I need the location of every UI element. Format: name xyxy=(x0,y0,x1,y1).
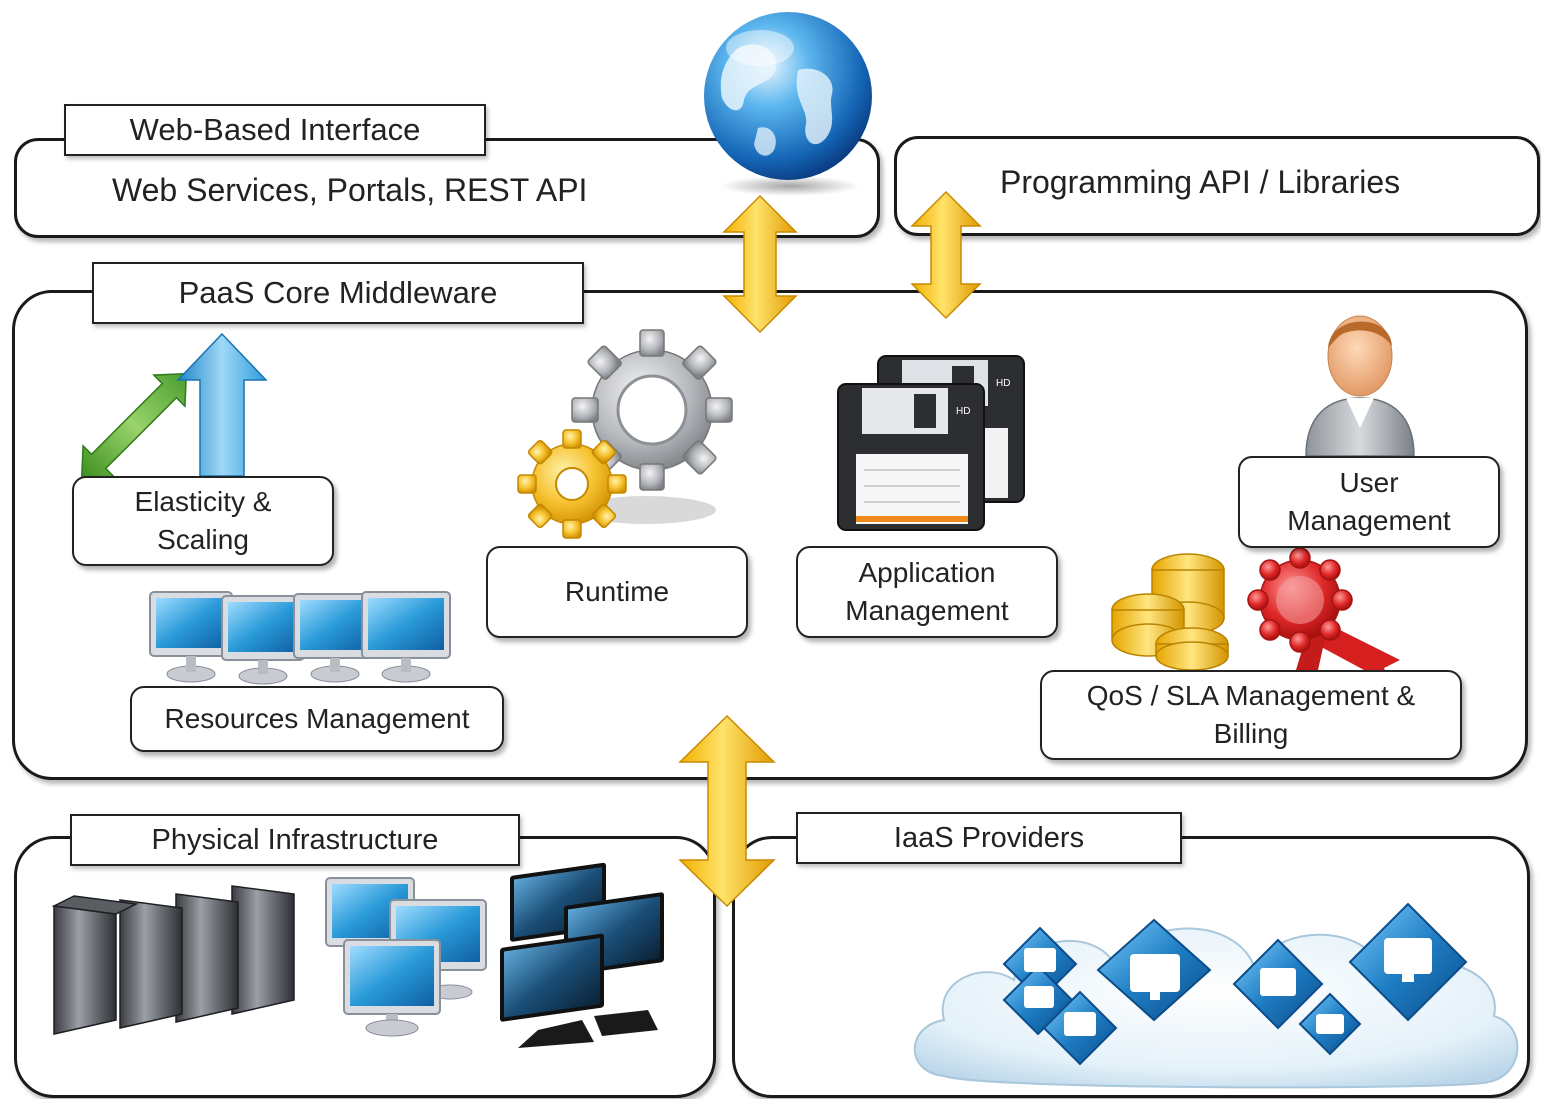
monitors-icon xyxy=(149,591,451,685)
double-arrow-icon xyxy=(722,194,798,334)
core-middleware-tab: PaaS Core Middleware xyxy=(92,262,584,324)
iaas-providers-tab: IaaS Providers xyxy=(796,812,1182,864)
svg-text:HD: HD xyxy=(956,406,970,417)
web-layer-tab: Web-Based Interface xyxy=(64,104,486,156)
gears-icon xyxy=(517,329,733,539)
elasticity-arrows-icon xyxy=(80,332,268,480)
runtime-label: Runtime xyxy=(564,576,670,607)
coins-icon xyxy=(1111,553,1229,671)
resources-management-label: Resources Management xyxy=(164,703,470,734)
elasticity-scaling-label: Elasticity & Scaling xyxy=(134,486,272,555)
web-services-label: Web Services, Portals, REST API xyxy=(112,172,588,208)
floppy-disks-icon: HD HD xyxy=(837,355,1025,531)
double-arrow-icon xyxy=(678,714,776,908)
application-management-label: Application Management xyxy=(845,557,1009,626)
user-icon xyxy=(1305,315,1415,457)
programming-api-label: Programming API / Libraries xyxy=(1000,164,1401,200)
physical-infrastructure-tab: Physical Infrastructure xyxy=(70,814,520,866)
user-management-label: User Management xyxy=(1287,467,1451,536)
globe-icon xyxy=(704,12,872,196)
monitors-icon xyxy=(325,877,487,1037)
cloud-icon xyxy=(913,902,1519,1089)
user-management-card: User Management xyxy=(1238,456,1500,548)
elasticity-scaling-card: Elasticity & Scaling xyxy=(72,476,334,566)
server-towers-icon xyxy=(51,885,295,1035)
qos-sla-billing-label: QoS / SLA Management & Billing xyxy=(1086,680,1416,749)
monitors-icon xyxy=(500,862,664,1048)
award-ribbon-icon xyxy=(1247,547,1400,690)
double-arrow-icon xyxy=(910,190,982,320)
programming-layer-frame xyxy=(894,136,1540,236)
runtime-card: Runtime xyxy=(486,546,748,638)
svg-text:HD: HD xyxy=(996,378,1010,389)
resources-management-card: Resources Management xyxy=(130,686,504,752)
application-management-card: Application Management xyxy=(796,546,1058,638)
qos-sla-billing-card: QoS / SLA Management & Billing xyxy=(1040,670,1462,760)
